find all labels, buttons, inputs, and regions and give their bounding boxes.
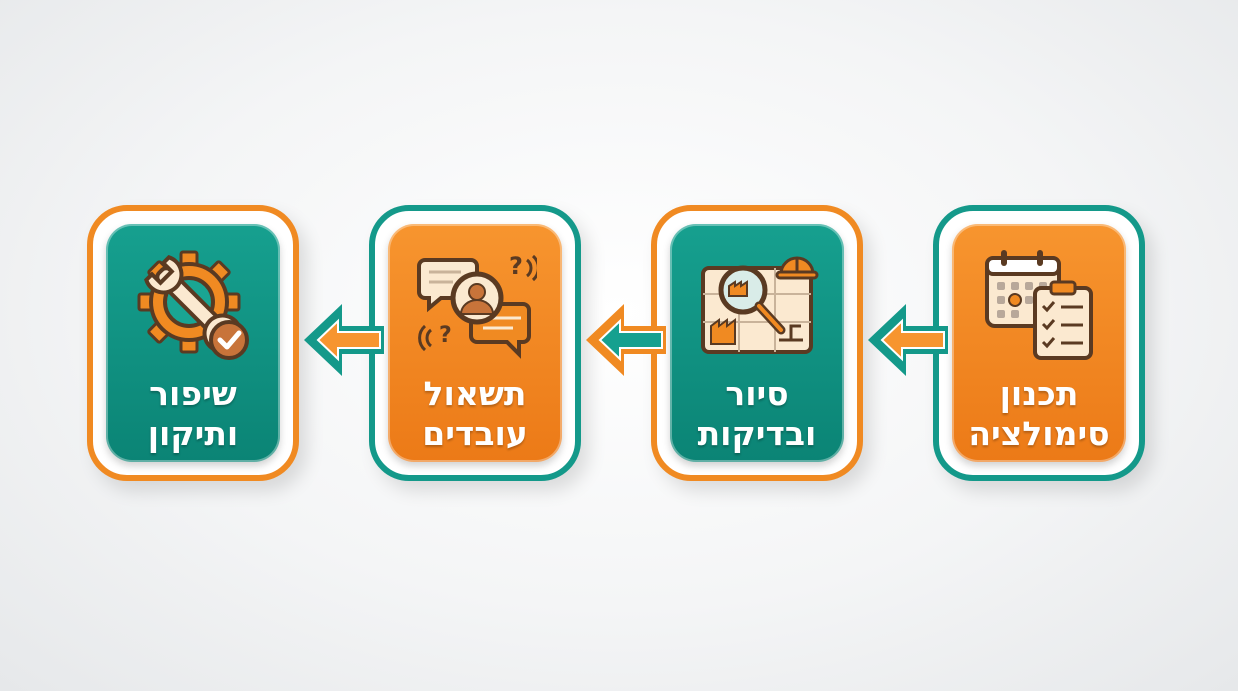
worker-speech-bubbles-icon: ? ? [417,252,537,359]
gear-wrench-check-icon [137,250,249,360]
step-label-line1: תכנון [999,374,1079,413]
step-worker-interviews: ? ? תשאול עובדים [369,205,587,487]
step-planning-simulation: תכנון סימולציה [933,205,1151,487]
step-label-line2: עובדים [422,414,528,453]
calendar-checklist-icon [985,250,1093,360]
step-label-line1: תשאול [423,374,527,413]
step-label-line1: שיפור [149,374,237,413]
step-tile: סיור ובדיקות [670,224,844,462]
step-label: תשאול עובדים [394,374,556,454]
step-tour-inspections: סיור ובדיקות [651,205,869,487]
step-label: תכנון סימולציה [958,374,1120,454]
arrow-left-icon [868,304,948,376]
step-tile: תכנון סימולציה [952,224,1126,462]
arrow-left-icon [586,304,666,376]
step-tile: שיפור ותיקון [106,224,280,462]
step-label: שיפור ותיקון [112,374,274,454]
step-label-line2: ובדיקות [697,414,817,453]
step-improvement-repair: שיפור ותיקון [87,205,305,487]
svg-text:?: ? [439,323,452,348]
step-label-line2: ותיקון [147,414,239,453]
svg-text:?: ? [509,252,523,280]
step-label-line2: סימולציה [968,414,1110,453]
step-tile: ? ? תשאול עובדים [388,224,562,462]
arrow-left-icon [304,304,384,376]
step-label: סיור ובדיקות [676,374,838,454]
blueprint-magnifier-helmet-icon [701,256,819,354]
step-label-line1: סיור [725,374,789,413]
